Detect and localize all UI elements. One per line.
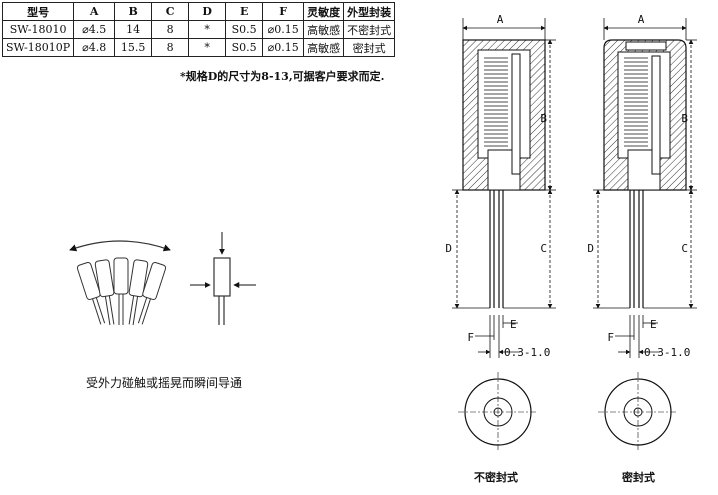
dim-c-label: C [681, 242, 688, 255]
cell-sensitivity: 高敏感 [303, 38, 345, 57]
dim-b-label: B [540, 112, 547, 125]
cell-e: S0.5 [225, 38, 264, 57]
cell-b: 14 [114, 20, 153, 39]
cell-model: SW-18010 [1, 20, 75, 39]
dim-e-label: E [650, 318, 657, 331]
gap-label: 0.3-1.0 [504, 346, 550, 359]
dim-a-label: A [497, 13, 504, 26]
unsealed-label: 不密封式 [474, 471, 518, 484]
dim-e-label: E [510, 318, 517, 331]
cell-b: 15.5 [114, 38, 153, 57]
switch-body [213, 257, 231, 297]
dim-c-label: C [540, 242, 547, 255]
cell-d: * [188, 38, 227, 57]
cell-package: 不密封式 [343, 20, 396, 39]
dim-f-label: F [467, 331, 474, 344]
dim-d-label: D [445, 242, 452, 255]
dim-d-label: D [587, 242, 594, 255]
sealed-label: 密封式 [622, 471, 655, 484]
gap-label: 0.3-1.0 [644, 346, 690, 359]
center-pin [651, 55, 661, 175]
cell-package: 密封式 [343, 38, 396, 57]
cell-a: ⌀4.8 [73, 38, 116, 57]
spec-note: *规格D的尺寸为8-13,可据客户要求而定. [180, 70, 385, 83]
operation-caption: 受外力碰触或摇晃而瞬间导通 [86, 376, 243, 390]
dim-f-label: F [607, 331, 614, 344]
header-sensitivity: 灵敏度 [303, 2, 345, 21]
spring [484, 57, 508, 147]
tilt-illustration [69, 240, 171, 326]
cell-model: SW-18010P [1, 38, 75, 57]
unsealed-switch-drawing: A B C D E F 0.3-1.0 [445, 13, 556, 452]
swing-arc-arrow [69, 240, 171, 252]
center-pin [511, 53, 521, 175]
seal-cap [625, 41, 667, 51]
tilted-switches [76, 257, 167, 326]
sealed-switch-drawing: A B C D E F 0.3- [587, 13, 697, 452]
spec-header-row: 型号 A B C D E F 灵敏度 外型封装 [1, 2, 396, 21]
spec-table: 型号 A B C D E F 灵敏度 外型封装 SW-18010 ⌀4.5 14… [1, 2, 396, 57]
table-row: SW-18010P ⌀4.8 15.5 8 * S0.5 ⌀0.15 高敏感 密… [1, 38, 396, 57]
dim-a-label: A [638, 13, 645, 26]
dim-b-label: B [681, 112, 688, 125]
spring [624, 57, 648, 147]
cell-f: ⌀0.15 [262, 38, 305, 57]
force-illustration [190, 232, 256, 325]
